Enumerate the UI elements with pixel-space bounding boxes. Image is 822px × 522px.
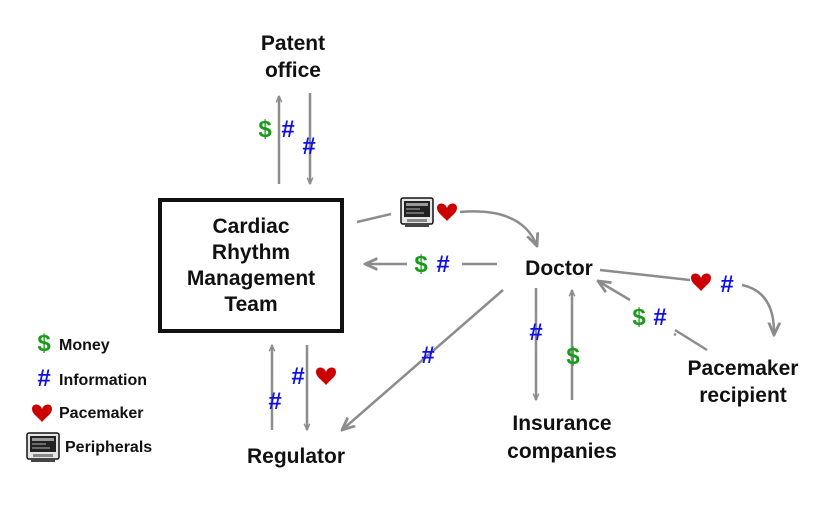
- arrow-doctor-to-recipient: [741, 283, 774, 335]
- legend-peripherals-icon: [26, 432, 60, 463]
- insurance-label-line2: companies: [507, 440, 617, 463]
- legend: $ Money # Information Pacemaker Peripher…: [26, 330, 152, 463]
- team-label-line4: Team: [224, 293, 277, 316]
- info-symbol-doctor-recipient: #: [720, 271, 733, 298]
- team-label-line3: Management: [187, 267, 315, 290]
- pacemaker-icon-team-regulator: [316, 367, 336, 385]
- info-symbol-recipient-doctor: #: [653, 304, 666, 331]
- legend-money-symbol: $: [37, 330, 51, 357]
- money-symbol-recipient-doctor: $: [632, 304, 646, 331]
- info-symbol-doctor-insurance: #: [529, 319, 542, 346]
- money-symbol-insurance-doctor: $: [566, 343, 580, 370]
- recipient-node: Pacemaker recipient: [688, 357, 799, 407]
- money-symbol-doctor-team: $: [414, 251, 428, 278]
- doctor-label: Doctor: [525, 257, 593, 280]
- arrow-recipient-to-doctor-seg: [674, 328, 708, 352]
- cardiac-team-box: [158, 198, 344, 333]
- arrow-recipient-to-doctor-tail: [673, 332, 677, 337]
- patent-office-node: Patent office: [261, 32, 325, 82]
- legend-peripherals-label: Peripherals: [65, 439, 152, 456]
- regulator-label: Regulator: [247, 445, 345, 468]
- insurance-node: Insurance companies: [507, 412, 617, 463]
- legend-pacemaker-icon: [32, 404, 52, 422]
- info-symbol-team-patent: #: [281, 116, 294, 143]
- peripherals-icon-team-doctor: [400, 197, 434, 228]
- patent-office-label-line2: office: [265, 59, 321, 82]
- pacemaker-icon-doctor-recipient: [691, 273, 711, 291]
- legend-money-label: Money: [59, 337, 110, 354]
- money-symbol-team-patent: $: [258, 116, 272, 143]
- arrow-team-to-doctor: [459, 210, 537, 246]
- cardiac-team-node: Cardiac Rhythm Management Team: [158, 198, 344, 333]
- team-label-line2: Rhythm: [212, 241, 290, 264]
- arrow-doctor-to-regulator: [342, 289, 504, 430]
- legend-information-label: Information: [59, 372, 147, 389]
- legend-information-symbol: #: [37, 365, 50, 392]
- info-symbol-regulator-team: #: [268, 388, 281, 415]
- info-symbol-team-regulator: #: [291, 363, 304, 390]
- info-symbol-patent-team: #: [302, 133, 315, 160]
- legend-pacemaker-label: Pacemaker: [59, 405, 144, 422]
- info-symbol-doctor-team: #: [436, 251, 449, 278]
- arrow-team-to-doctor-tail: [356, 212, 392, 224]
- recipient-label-line2: recipient: [699, 384, 787, 407]
- insurance-label-line1: Insurance: [512, 412, 611, 435]
- team-label-line1: Cardiac: [212, 215, 289, 238]
- info-symbol-doctor-regulator: #: [421, 342, 434, 369]
- recipient-label-line1: Pacemaker: [688, 357, 799, 380]
- patent-office-label-line1: Patent: [261, 32, 325, 55]
- pacemaker-icon-team-doctor: [437, 203, 457, 221]
- arrow-doctor-to-recipient-tail: [599, 268, 691, 282]
- arrow-recipient-to-doctor: [598, 281, 631, 302]
